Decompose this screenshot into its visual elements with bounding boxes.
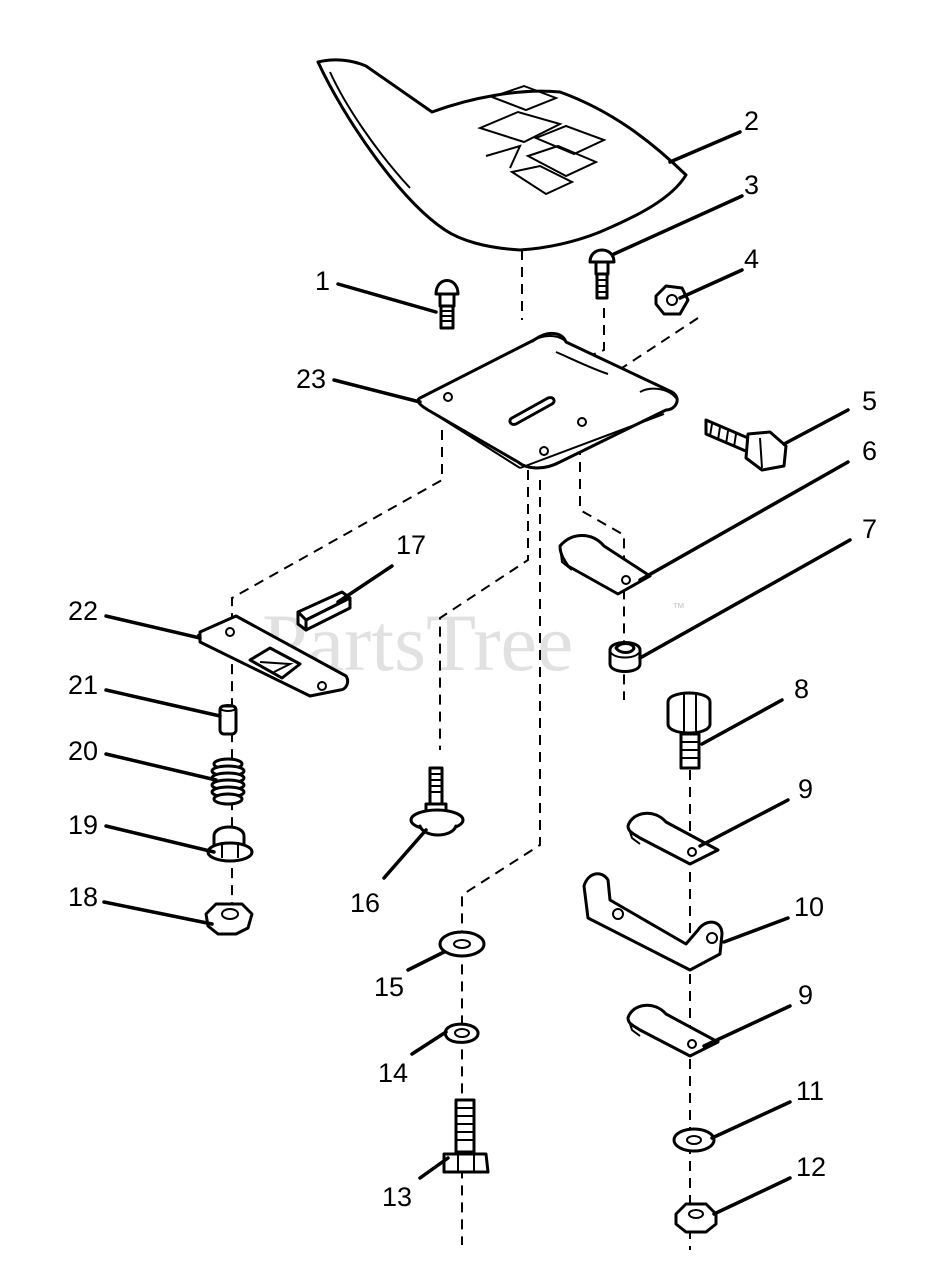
flat-washer-part xyxy=(672,1127,716,1153)
shoulder-bolt-part xyxy=(409,766,465,837)
callout-9-lower: 9 xyxy=(798,980,813,1010)
strap-clamp-upper-part xyxy=(626,811,720,866)
callout-2: 2 xyxy=(744,106,759,136)
hex-nut-part xyxy=(654,284,690,316)
leader-15 xyxy=(406,950,446,972)
leader-9-upper xyxy=(698,798,790,848)
leader-2 xyxy=(668,130,742,164)
callout-19: 19 xyxy=(68,810,98,840)
pin-part xyxy=(218,704,238,736)
callout-14: 14 xyxy=(378,1058,408,1088)
leader-4 xyxy=(678,268,744,300)
seat-plate-part xyxy=(416,332,679,470)
spring-part xyxy=(210,757,246,806)
vertical-hex-bolt-part xyxy=(666,691,712,770)
leader-22 xyxy=(104,614,202,640)
callout-18: 18 xyxy=(68,882,98,912)
leader-9-lower xyxy=(702,1004,792,1048)
seat-part xyxy=(316,58,688,252)
rubber-block-part xyxy=(296,590,352,632)
callout-9-upper: 9 xyxy=(798,774,813,804)
leader-23 xyxy=(332,378,422,404)
flange-nut-part xyxy=(204,902,254,936)
mounting-bracket-part xyxy=(582,872,724,972)
callout-7: 7 xyxy=(862,514,877,544)
callout-16: 16 xyxy=(350,888,380,918)
callout-5: 5 xyxy=(862,386,877,416)
watermark-trademark: ™ xyxy=(672,600,685,615)
slide-plate-part xyxy=(197,614,350,698)
leader-18 xyxy=(102,900,214,926)
clamp-bracket-part xyxy=(558,534,652,596)
leader-21 xyxy=(104,688,222,718)
leader-16 xyxy=(382,828,428,880)
callout-22: 22 xyxy=(68,596,98,626)
callout-1: 1 xyxy=(315,266,330,296)
leader-20 xyxy=(104,752,218,782)
callout-12: 12 xyxy=(796,1152,826,1182)
callout-3: 3 xyxy=(744,170,759,200)
leader-3 xyxy=(612,194,744,256)
leader-5 xyxy=(782,408,850,446)
leader-10 xyxy=(722,916,790,944)
callout-8: 8 xyxy=(794,674,809,704)
leader-19 xyxy=(104,824,216,854)
callout-13: 13 xyxy=(382,1182,412,1212)
leader-17 xyxy=(336,564,394,604)
callout-21: 21 xyxy=(68,670,98,700)
callout-23: 23 xyxy=(296,364,326,394)
leader-lines xyxy=(102,130,852,1216)
washer-part xyxy=(438,930,486,958)
strap-clamp-lower-part xyxy=(626,1003,720,1058)
leader-8 xyxy=(700,698,784,746)
callout-labels: 1 2 3 4 5 6 7 8 9 10 9 11 12 13 14 15 16… xyxy=(68,106,877,1212)
hex-nut-lower-part xyxy=(674,1202,718,1234)
leader-14 xyxy=(410,1030,448,1056)
callout-6: 6 xyxy=(862,436,877,466)
callout-20: 20 xyxy=(68,736,98,766)
callout-11: 11 xyxy=(796,1076,824,1106)
callout-10: 10 xyxy=(794,892,824,922)
callout-17: 17 xyxy=(396,530,426,560)
leader-6 xyxy=(638,460,850,582)
seat-bolt-part xyxy=(588,248,616,300)
callout-4: 4 xyxy=(744,244,759,274)
leader-12 xyxy=(712,1176,792,1216)
lock-nut-part xyxy=(608,641,642,673)
lock-washer-part xyxy=(443,1022,480,1044)
callout-15: 15 xyxy=(374,972,404,1002)
flange-bushing-part xyxy=(206,825,254,863)
carriage-bolt-part xyxy=(434,279,460,330)
cap-screw-part xyxy=(442,1098,490,1174)
leader-13 xyxy=(418,1156,450,1180)
leader-1 xyxy=(336,282,438,314)
leader-11 xyxy=(710,1100,792,1140)
leader-7 xyxy=(638,538,852,660)
hex-head-bolt-part xyxy=(704,418,788,472)
